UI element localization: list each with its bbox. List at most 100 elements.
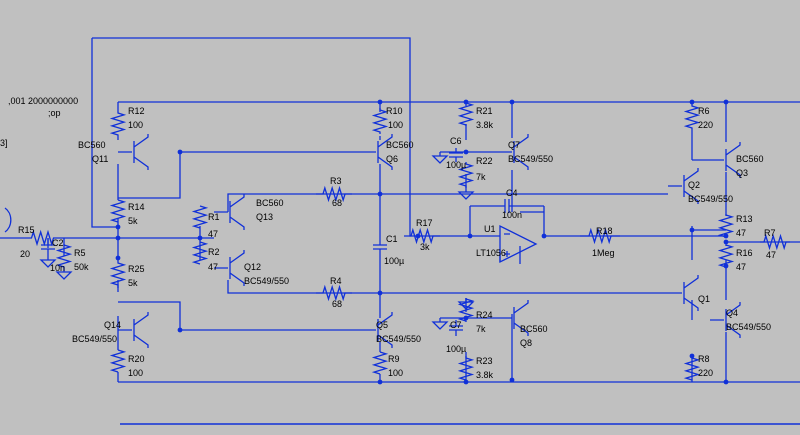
label-c7-value: 100µ [446, 344, 466, 354]
wire-junction [115, 235, 121, 241]
resistor-r6 [683, 104, 701, 130]
directive-text-2: ;op [48, 108, 61, 118]
bias-links [118, 151, 362, 331]
capacitor-c2 [41, 238, 55, 256]
wire-junction [509, 377, 515, 383]
label-r15-name: R15 [18, 225, 35, 235]
wire-junction [463, 149, 469, 155]
resistor-r3 [316, 185, 352, 203]
label-r21-name: R21 [476, 106, 493, 116]
label-r16-value: 47 [736, 262, 746, 272]
label-r13-name: R13 [736, 214, 753, 224]
wire-junction [377, 379, 383, 385]
wire-junction [463, 379, 469, 385]
label-q14-name: Q14 [104, 320, 121, 330]
resistor-r4 [316, 284, 352, 302]
label-r8-name: R8 [698, 354, 710, 364]
opamp-supplies [440, 102, 544, 380]
wire-junction [509, 99, 515, 105]
label-r1-value: 47 [208, 229, 218, 239]
capacitor-c6 [449, 148, 463, 162]
labels: ,001 2000000000;op3]R12100BC560Q11R145kR… [0, 96, 776, 380]
wire-junction [463, 99, 469, 105]
label-c4-name: C4 [506, 188, 518, 198]
resistor-r22 [457, 162, 475, 188]
wire-junction [723, 233, 729, 239]
label-r5-value: 50k [74, 262, 89, 272]
junctions [115, 99, 729, 385]
label-r24-name: R24 [476, 310, 493, 320]
signal-source [4, 207, 12, 233]
label-r17-name: R17 [416, 218, 433, 228]
resistor-r10 [371, 108, 389, 134]
wire-junction [377, 99, 383, 105]
label-r3-name: R3 [330, 176, 342, 186]
wire-junction [723, 239, 729, 245]
label-q11-name: Q11 [92, 154, 108, 164]
label-r1-name: R1 [208, 212, 220, 222]
label-r7-value: 47 [766, 250, 776, 260]
label-c4-value: 100n [502, 210, 522, 220]
label-q7-model: BC549/550 [508, 154, 553, 164]
label-r18-name: R18 [596, 226, 613, 236]
transistor-q2 [668, 168, 699, 204]
bias-spreaders [465, 102, 498, 382]
label-q8-name: Q8 [520, 338, 532, 348]
transistor-q12 [214, 250, 245, 286]
label-c2-name: C2 [52, 238, 64, 248]
label-r20-value: 100 [128, 368, 143, 378]
opamp-u1 [499, 224, 538, 264]
label-r25-name: R25 [128, 264, 145, 274]
label-r24-value: 7k [476, 324, 486, 334]
label-q13-name: Q13 [256, 212, 273, 222]
resistor-r24 [457, 298, 475, 322]
label-c7-name: C7 [450, 320, 462, 330]
label-r17-value: 3k [420, 242, 430, 252]
wire-junction [197, 235, 203, 241]
label-r22-name: R22 [476, 156, 493, 166]
label-c1-name: C1 [386, 234, 398, 244]
wire-junction [723, 263, 729, 269]
wire-junction [115, 255, 121, 261]
label-r8-value: 220 [698, 368, 713, 378]
label-r12-name: R12 [128, 106, 145, 116]
resistor-r12 [109, 112, 127, 136]
label-q13-model: BC560 [256, 198, 284, 208]
input-network [0, 237, 200, 256]
wire-junction [115, 224, 121, 230]
transistor-q13 [214, 194, 245, 230]
ground-symbol [457, 188, 475, 200]
label-r4-name: R4 [330, 276, 342, 286]
label-r12-value: 100 [128, 120, 143, 130]
resistor-r15 [30, 229, 55, 247]
label-r23-name: R23 [476, 356, 493, 366]
resistor-r18 [580, 227, 620, 245]
directive-text-3: 3] [0, 138, 8, 148]
wire-junction [463, 315, 469, 321]
capacitor-c1 [373, 240, 387, 254]
diff-pair-wiring [199, 193, 380, 294]
resistor-r13 [717, 214, 735, 238]
transistor-q8 [498, 300, 529, 336]
transistor-q6 [362, 134, 393, 170]
label-r7-name: R7 [764, 228, 776, 238]
label-r22-value: 7k [476, 172, 486, 182]
wires [0, 37, 800, 425]
wire-junction [723, 379, 729, 385]
label-q12-name: Q12 [244, 262, 261, 272]
transistor-q4 [710, 302, 741, 338]
resistor-r9 [371, 351, 389, 375]
resistor-r25 [109, 260, 127, 288]
label-r25-value: 5k [128, 278, 138, 288]
wire-junction [377, 290, 383, 296]
label-q6-model: BC560 [386, 140, 414, 150]
wire-junction [177, 327, 183, 333]
label-q11-model: BC560 [78, 140, 106, 150]
label-r10-value: 100 [388, 120, 403, 130]
capacitor-c4 [470, 199, 544, 213]
transistor-q14 [118, 312, 149, 348]
label-q1-name: Q1 [698, 294, 710, 304]
transistor-q7 [498, 134, 529, 170]
label-r15-value: 20 [20, 249, 30, 259]
